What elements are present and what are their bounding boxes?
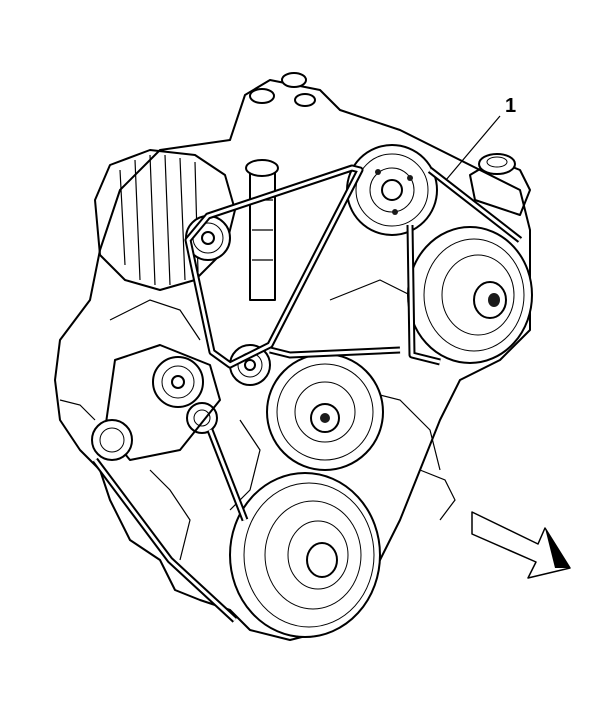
water-pump-pulley <box>266 353 384 471</box>
callout-label-1: 1 <box>505 95 517 117</box>
direction-arrow-icon <box>471 511 571 579</box>
callout-1-leader <box>445 115 501 181</box>
drive-belt <box>92 164 523 623</box>
power-steering-reservoir <box>469 153 531 216</box>
alternator <box>94 149 236 291</box>
oil-fill-tube <box>245 159 279 301</box>
crankshaft-pulley <box>229 472 381 638</box>
idler-pulleys <box>91 344 271 461</box>
power-steering-pulley <box>407 226 533 364</box>
ac-compressor-pulley <box>346 144 438 236</box>
top-fittings <box>249 72 316 107</box>
